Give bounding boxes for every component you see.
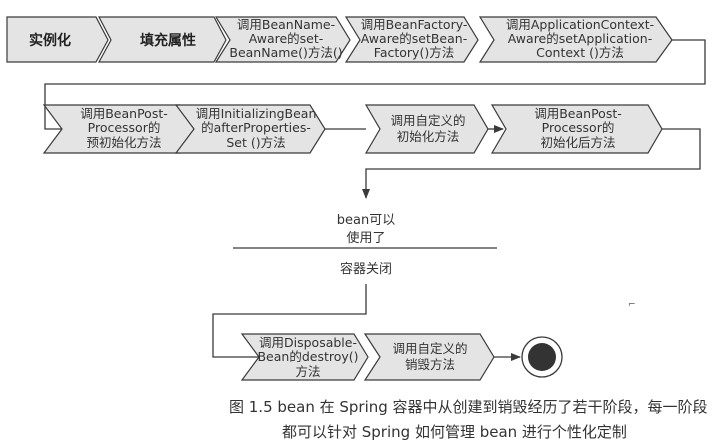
step-bean-factory-aware: 调用BeanFactory- Aware的setBean- Factory()方…: [344, 16, 479, 63]
step-label: BeanName()方法(): [229, 45, 342, 60]
step-label: Context ()方法: [536, 45, 624, 60]
step-instantiate: 实例化: [6, 16, 109, 63]
step-label: Aware的set-: [249, 31, 324, 46]
step-label: Set ()方法: [226, 135, 285, 150]
step-label: 调用自定义的: [392, 341, 467, 356]
step-bean-post-processor-before-init: 调用BeanPost- Processor的 预初始化方法: [42, 104, 195, 154]
step-label: 实例化: [29, 32, 71, 49]
step-label: 销毁方法: [405, 357, 455, 372]
row-2: 调用BeanPost- Processor的 预初始化方法 调用Initiali…: [42, 104, 663, 154]
ready-state-label: 使用了: [346, 230, 385, 246]
row-1: 实例化 填充属性 调用BeanName- Aware的set- BeanName…: [6, 16, 673, 63]
ready-state-label: bean可以: [337, 213, 395, 228]
step-label: 初始化后方法: [540, 135, 615, 150]
step-label: 调用InitializingBean: [196, 106, 317, 121]
step-custom-init-method: 调用自定义的 初始化方法: [364, 104, 489, 154]
container-close-label: 容器关闭: [340, 261, 392, 277]
step-label: Factory()方法: [374, 45, 454, 60]
step-label: 调用BeanName-: [237, 17, 335, 32]
step-label: 预初始化方法: [86, 135, 161, 150]
step-label: 调用Disposable-: [259, 335, 357, 350]
step-label: 调用BeanPost-: [80, 106, 168, 121]
step-label: 的afterProperties-: [201, 120, 311, 135]
step-label: 初始化方法: [397, 129, 460, 144]
step-label: Processor的: [88, 120, 161, 135]
step-label: 调用BeanFactory-: [361, 17, 468, 32]
step-custom-destroy-method: 调用自定义的 销毁方法: [363, 333, 495, 381]
step-label: Aware的setBean-: [361, 31, 467, 46]
figure-caption-line-2: 都可以针对 Spring 如何管理 bean 进行个性化定制: [282, 423, 627, 441]
step-label: Processor的: [542, 120, 615, 135]
scan-artifact: ⌐: [628, 300, 636, 310]
step-application-context-aware: 调用ApplicationContext- Aware的setApplicati…: [478, 16, 673, 63]
step-initializing-bean: 调用InitializingBean 的afterProperties- Set…: [174, 104, 326, 154]
step-label: 调用自定义的: [390, 113, 465, 128]
figure-caption-line-1: 图 1.5 bean 在 Spring 容器中从创建到销毁经历了若干阶段，每一阶…: [229, 398, 708, 416]
step-label: 方法: [295, 364, 320, 379]
step-disposable-bean-destroy: 调用Disposable- Bean的destroy() 方法: [240, 333, 369, 381]
step-label: 调用ApplicationContext-: [506, 17, 654, 32]
connector-row1-to-row2: [44, 39, 706, 130]
final-state-icon: [521, 336, 563, 378]
connector-close-to-row3: [212, 284, 367, 358]
row-3: 调用Disposable- Bean的destroy() 方法 调用自定义的 销…: [240, 333, 495, 381]
step-bean-post-processor-after-init: 调用BeanPost- Processor的 初始化后方法: [490, 104, 663, 154]
step-label: 填充属性: [140, 32, 196, 49]
step-label: Aware的setApplication-: [508, 31, 652, 46]
step-bean-name-aware: 调用BeanName- Aware的set- BeanName()方法(): [214, 16, 351, 63]
step-label: Bean的destroy(): [257, 349, 358, 364]
step-populate-properties: 填充属性: [97, 16, 227, 63]
connector-row2-to-ready: [362, 128, 701, 199]
step-label: 调用BeanPost-: [534, 106, 622, 121]
